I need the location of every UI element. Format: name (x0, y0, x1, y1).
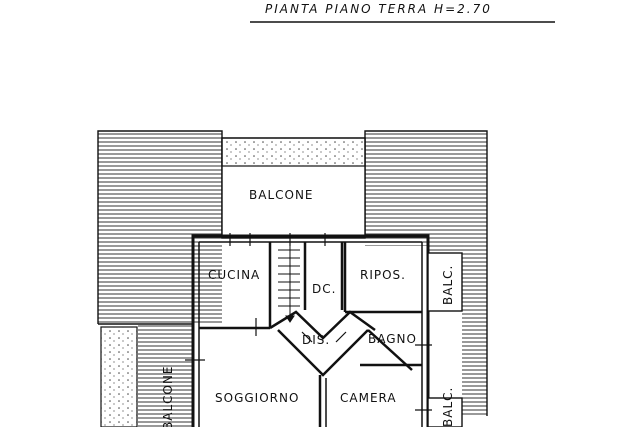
plan-title: PIANTA PIANO TERRA H=2.70 (265, 2, 492, 16)
stairs (278, 246, 300, 323)
label-camera: CAMERA (340, 391, 397, 405)
label-balcone-top: BALCONE (249, 188, 314, 202)
label-balcone-left: BALCONE (161, 365, 175, 427)
right-balcony (427, 252, 463, 312)
interior-walls (199, 242, 422, 427)
opening-marks (185, 233, 432, 411)
label-soggiorno: SOGGIORNO (215, 391, 299, 405)
label-ripos: RIPOS. (360, 268, 406, 282)
label-cucina: CUCINA (208, 268, 260, 282)
label-balc-right: BALC. (441, 265, 455, 305)
right-balcony-bottom (427, 397, 463, 427)
top-balcony (221, 137, 366, 239)
house-walls (191, 234, 430, 427)
label-balc-bottom-right: BALC. (441, 387, 455, 427)
label-bagno: BAGNO (368, 332, 417, 346)
label-dis: DIS. (302, 333, 330, 347)
label-dc: DC. (312, 282, 336, 296)
left-balcony-strip (100, 326, 138, 427)
roof-hatching (98, 131, 487, 427)
